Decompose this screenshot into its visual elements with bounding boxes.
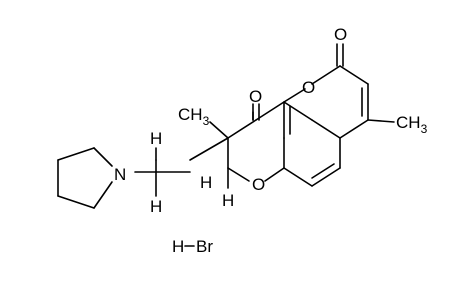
salt-h-label: H: [172, 237, 184, 256]
bond-o-c7: [264, 167, 285, 182]
h-upper-label: H: [150, 129, 162, 148]
ring-o-upper-label: O: [302, 78, 315, 97]
nitrogen-label: N: [114, 165, 126, 184]
bond-n-ca: [93, 147, 113, 167]
bond-c6-c7: [283, 167, 313, 187]
bond-c10-ch3: [209, 121, 229, 139]
salt-br-label: Br: [196, 237, 213, 256]
methyl-left-label: CH3: [178, 105, 210, 128]
bond-c11-o: [227, 167, 250, 182]
carbonyl-o-top-label: O: [334, 25, 347, 44]
methyl-left-sub: 3: [203, 114, 210, 128]
methyl-left-c: CH: [178, 105, 203, 124]
bond-ca-cb: [57, 147, 95, 161]
methyl-right-label: CH3: [396, 113, 428, 136]
bond-c8a-o1: [283, 88, 306, 103]
bond-junction-c8a: [283, 101, 313, 121]
methyl-right-c: CH: [396, 113, 421, 132]
methyl-right-sub: 3: [421, 122, 428, 136]
ring-o-lower-label: O: [252, 175, 265, 194]
bond-c4-ch3: [367, 119, 395, 123]
bond-c4-c4a: [339, 119, 369, 139]
h-ring-label: H: [200, 173, 212, 192]
bond-cd-n: [93, 181, 113, 209]
h-lower-label: H: [150, 197, 162, 216]
bond-c2-c3: [339, 65, 369, 85]
bond-cc-cd: [57, 195, 95, 209]
carbonyl-o-mid-label: O: [249, 87, 262, 106]
bond-c8-c9: [255, 101, 285, 121]
bond-c5-c6-inner: [311, 163, 335, 179]
bond-c2-o1: [311, 65, 341, 85]
bond-ring-junction: [311, 119, 341, 139]
bond-c5-c6: [311, 167, 341, 187]
bond-c10-ch2: [189, 137, 229, 161]
h-ring2-label: H: [222, 191, 234, 210]
bond-c9-c10: [227, 119, 257, 139]
